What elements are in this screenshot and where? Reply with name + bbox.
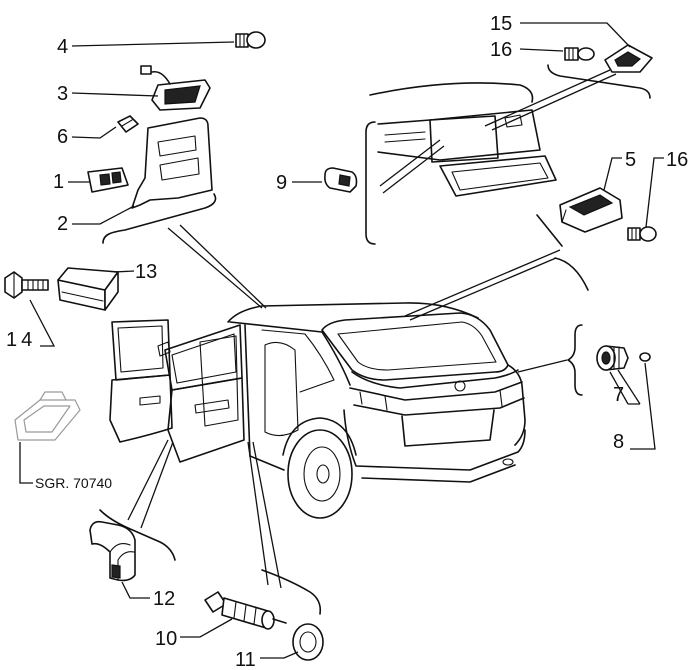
callout-15: 15 [490, 13, 512, 35]
leader-line-6 [71, 126, 117, 139]
callout-13: 13 [135, 261, 157, 283]
leader-line-3 [71, 92, 159, 97]
group-link-lines-door-switch [247, 441, 282, 589]
group-link-lines-interior [167, 224, 267, 309]
part-7-lamp-socket [596, 345, 629, 371]
part-8-washer [639, 352, 651, 362]
part-3-courtesy-lamp [140, 65, 211, 111]
rear-door [164, 324, 245, 463]
callout-11: 11 [235, 649, 256, 670]
callout-7: 7 [613, 384, 624, 406]
part-14-bolt [4, 271, 49, 299]
glovebox-opening [429, 115, 499, 163]
brand-badge [454, 380, 466, 392]
dashboard-glovebox-view [369, 82, 557, 197]
part-6-connector [117, 115, 139, 133]
callout-16-right: 16 [666, 149, 688, 171]
part-10-door-switch [204, 591, 287, 630]
reference-lamp-drawing [14, 391, 81, 441]
part-5-luggage-lamp [559, 187, 623, 233]
leader-line-5 [603, 157, 622, 191]
group-bracket-door-switch [261, 569, 322, 615]
part-11-seal-ring [292, 623, 324, 661]
part-16-bulb-right [627, 226, 657, 242]
part-9-glovebox-switch [324, 167, 358, 193]
callout-9: 9 [276, 172, 287, 194]
reference-code: SGR. 70740 [35, 475, 112, 491]
rear-seat [264, 341, 299, 437]
group-link-line-plate-lamp [517, 359, 568, 373]
leader-line-14 [29, 299, 56, 347]
callout-8: 8 [613, 431, 624, 453]
car-body [109, 302, 526, 519]
part-16-bulb-top [564, 47, 595, 61]
b-pillar [244, 324, 251, 457]
callout-3: 3 [57, 83, 68, 105]
part-15-glovebox-lamp [604, 44, 653, 73]
callout-2: 2 [57, 213, 68, 235]
leader-glovebox-to-lamp-15 [484, 69, 617, 131]
leader-line-2 [72, 205, 135, 225]
leader-line-13 [113, 270, 135, 273]
group-bracket-dashboard [365, 121, 376, 245]
leader-line-11 [260, 651, 299, 659]
callout-6: 6 [57, 126, 68, 148]
group-bracket-plate-lamp [567, 324, 583, 396]
callout-4: 4 [57, 36, 68, 58]
part-4-bulb [235, 31, 266, 49]
rear-window [321, 312, 509, 381]
group-bracket-interior-lamps [102, 193, 217, 244]
callout-5: 5 [625, 149, 636, 171]
callout-1: 1 [53, 171, 64, 193]
tail-light-band [349, 381, 523, 401]
group-link-lines-door-conduit [127, 439, 174, 529]
link-lines-9 [379, 139, 445, 194]
part-1-switch [87, 167, 129, 193]
part-12-conduit [89, 520, 136, 582]
exhaust-pipe [502, 458, 514, 466]
leader-line-16-top [519, 48, 564, 52]
leader-line-12 [121, 581, 150, 599]
group-link-lines-luggage [404, 249, 561, 321]
leader-line-15 [520, 22, 631, 48]
glovebox-door [439, 155, 557, 197]
front-door [109, 319, 173, 443]
leader-line-4 [71, 41, 235, 47]
part-13-box [57, 267, 119, 311]
leader-line-16-right [645, 157, 664, 228]
group-bracket-door-conduit [99, 509, 176, 561]
group-bracket-glovebox-lamp [547, 64, 651, 99]
part-2-trim-panel [131, 117, 213, 209]
leader-line-10 [180, 618, 233, 638]
leader-line-7 [609, 369, 641, 405]
group-bracket-luggage-lamp [536, 214, 589, 291]
callout-16-top: 16 [490, 39, 512, 61]
leader-line-8 [630, 362, 656, 450]
rear-bumper [343, 409, 526, 471]
trunk-lid [401, 409, 495, 447]
rear-wheel [287, 429, 353, 519]
callout-10: 10 [155, 628, 177, 650]
leader-line-reference [19, 442, 33, 484]
callout-12: 12 [153, 588, 175, 610]
callout-14: 14 [6, 329, 36, 351]
